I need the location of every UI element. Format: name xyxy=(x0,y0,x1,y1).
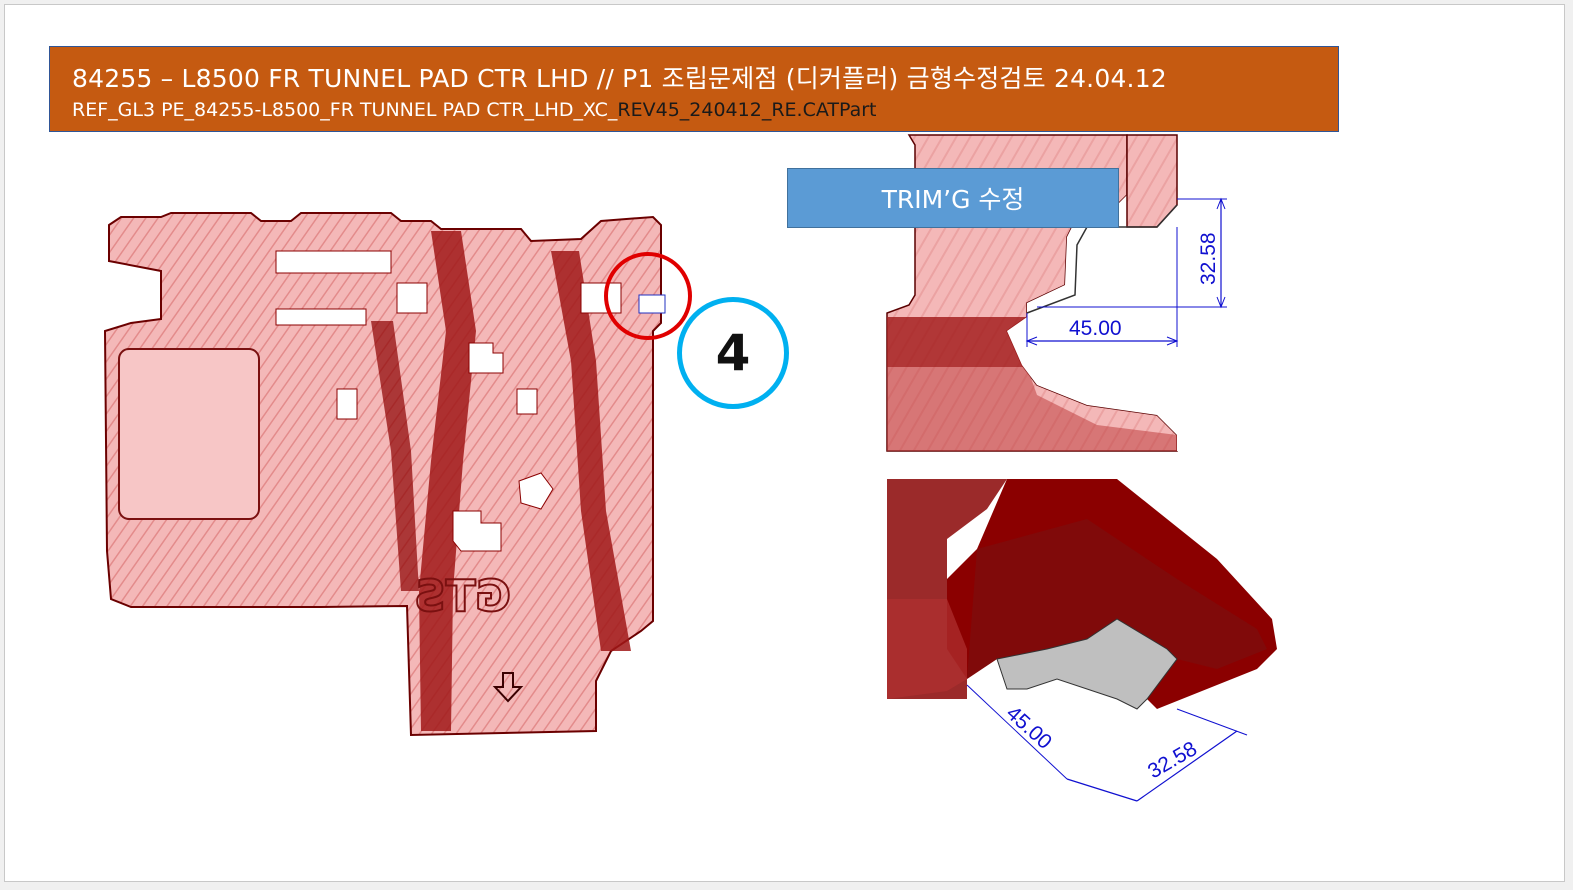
header-title: 84255 – L8500 FR TUNNEL PAD CTR LHD // P… xyxy=(72,64,1167,93)
header-ref-suffix: REV45_240412_RE.CATPart xyxy=(617,99,877,121)
callout-number-circle: 4 xyxy=(677,297,789,409)
part-overview-image: GTS xyxy=(103,212,666,737)
detail-iso-view: 45.00 32.58 xyxy=(887,479,1277,802)
dim-top-vertical: 32.58 xyxy=(1197,232,1220,285)
header-ref: REF_GL3 PE_84255-L8500_FR TUNNEL PAD CTR… xyxy=(72,99,876,121)
header-banner: 84255 – L8500 FR TUNNEL PAD CTR LHD // P… xyxy=(49,46,1339,132)
header-ref-prefix: REF_GL3 PE_84255-L8500_FR TUNNEL PAD CTR… xyxy=(72,99,618,121)
part-emboss-text: GTS xyxy=(414,571,511,622)
dim-iso-left: 45.00 xyxy=(1002,702,1056,754)
focus-circle-red xyxy=(604,252,692,340)
slide: 84255 – L8500 FR TUNNEL PAD CTR LHD // P… xyxy=(4,4,1565,882)
dim-top-horizontal: 45.00 xyxy=(1069,317,1122,340)
trim-edit-label: TRIM’G 수정 xyxy=(787,168,1119,228)
